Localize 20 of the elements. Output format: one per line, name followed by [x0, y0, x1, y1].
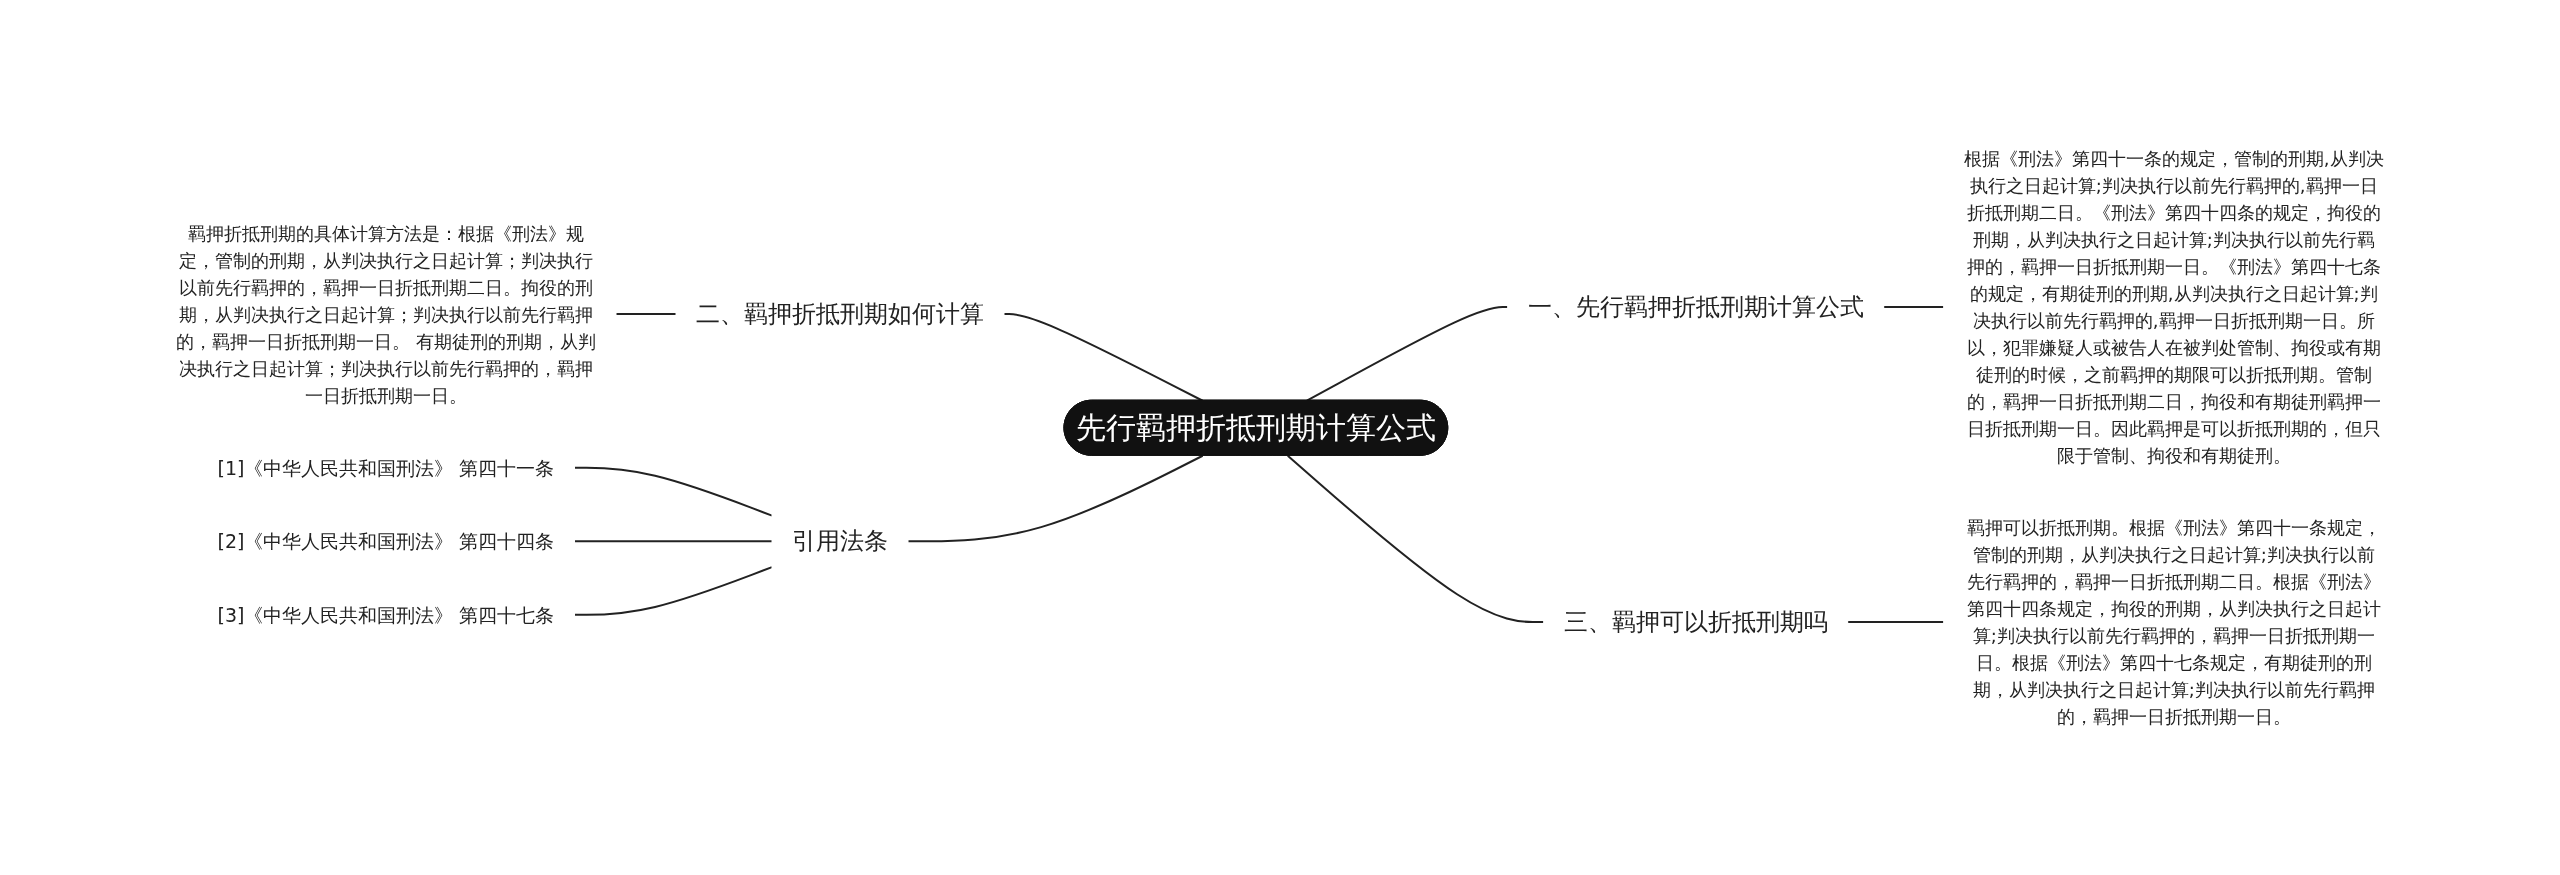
node-text: 二、羁押折抵刑期如何计算: [696, 300, 985, 329]
connector: [1003, 313, 1204, 402]
node-text: 三、羁押可以折抵刑期吗: [1563, 607, 1828, 636]
connector: [615, 313, 678, 316]
connector: [907, 454, 1204, 543]
connector: [573, 466, 774, 517]
node-text: [1]《中华人民共和国刑法》 第四十一条: [217, 456, 555, 479]
node-text: 羁押折抵刑期的具体计算方法是：根据《刑法》规定，管制的刑期，从判决执行之日起计算；判决执行以前先行羁押的，羁押一日折抵刑期二日。拘役的刑期，从判决执行之日起计算；判决执行以前先行羁押的，羁押一日折抵刑期一日。 有期徒刑的刑期，从判决执行之日起计算；判决执行以前先行羁押的，羁押一日折抵刑期一日。: [176, 222, 597, 406]
connector: [573, 540, 774, 543]
connector: [1306, 306, 1509, 402]
connector: [1882, 306, 1945, 308]
connector: [1846, 621, 1945, 623]
node-text: 羁押可以折抵刑期。根据《刑法》第四十一条规定，管制的刑期，从判决执行之日起计算;判决执行以前先行羁押的，羁押一日折抵刑期二日。根据《刑法》第四十四条规定，拘役的刑期，从判决执行之日起计算;判决执行以前先行羁押的，羁押一日折抵刑期一日。根据《刑法》第四十七条规定，有期徒刑的刑期，从判决执行之日起计算;判决执行以前先行羁押的，羁押一日折抵刑期一日。: [1966, 516, 2381, 727]
node-text: [2]《中华人民共和国刑法》 第四十四条: [217, 530, 555, 553]
node-text: 根据《刑法》第四十一条的规定，管制的刑期,从判决执行之日起计算;判决执行以前先行羁押的,羁押一日折抵刑期二日。《刑法》第四十四条的规定，拘役的刑期，从判决执行之日起计算;判决执行以前先行羁押的，羁押一日折抵刑期一日。《刑法》第四十七条的规定，有期徒刑的刑期,从判决执行之日起计算;判决执行以前先行羁押的,羁押一日折抵刑期一日。所以，犯罪嫌疑人或被告人在被判处管制、拘役或有期徒刑的时候，之前羁押的期限可以折抵刑期。管制的，羁押一日折抵刑期二日，拘役和有期徒刑羁押一日折抵刑期一日。因此羁押是可以折抵刑期的，但只限于管制、拘役和有期徒刑。: [1963, 148, 2384, 466]
node-text: [3]《中华人民共和国刑法》 第四十七条: [217, 603, 555, 626]
node-text: 一、先行羁押折抵刑期计算公式: [1527, 293, 1864, 321]
connector: [573, 566, 774, 616]
connector: [1286, 454, 1545, 623]
node-text: 引用法条: [792, 527, 889, 556]
